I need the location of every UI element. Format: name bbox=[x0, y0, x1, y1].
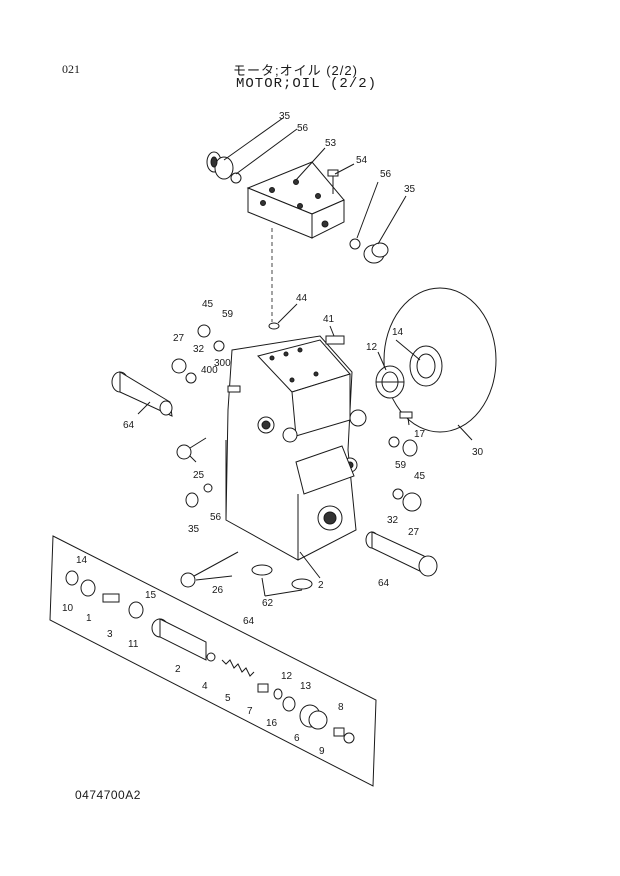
spool-detail-frame bbox=[49, 535, 377, 787]
callout-53: 53 bbox=[325, 138, 337, 149]
o-ring-part-56-top bbox=[230, 172, 242, 184]
motor-housing-part-2 bbox=[225, 335, 367, 561]
callout-300: 300 bbox=[214, 358, 231, 369]
callout-56-top: 56 bbox=[297, 123, 309, 134]
cap-part-6 bbox=[299, 704, 328, 730]
washer-part-14-detail bbox=[65, 570, 79, 586]
callout-3: 3 bbox=[107, 629, 113, 640]
callout-9: 9 bbox=[319, 746, 325, 757]
callout-56-right: 56 bbox=[380, 169, 392, 180]
callout-11: 11 bbox=[128, 639, 139, 650]
leader-lines bbox=[137, 117, 473, 597]
plug-part-45-right bbox=[402, 439, 418, 457]
callout-54: 54 bbox=[356, 155, 368, 166]
drawing-number: 0474700A2 bbox=[75, 788, 141, 802]
ring-part-12-detail bbox=[273, 688, 283, 700]
page-number: 021 bbox=[62, 62, 80, 76]
plug-part-41 bbox=[325, 335, 345, 345]
plug-part-35-top bbox=[206, 151, 234, 180]
spring-part-5 bbox=[221, 659, 255, 677]
callout-14-top: 14 bbox=[392, 327, 404, 338]
callout-2-detail: 2 bbox=[175, 664, 181, 675]
callout-16: 16 bbox=[266, 718, 278, 729]
callout-56-lower: 56 bbox=[210, 512, 222, 523]
callout-30: 30 bbox=[472, 447, 484, 458]
callout-27-right: 27 bbox=[408, 527, 420, 538]
o-ring-part-62-b bbox=[291, 578, 313, 590]
ring-part-4 bbox=[206, 652, 216, 662]
callout-41: 41 bbox=[323, 314, 335, 325]
plug-part-35-lower bbox=[185, 492, 199, 508]
o-ring-part-56-right bbox=[349, 238, 361, 250]
plug-part-9 bbox=[343, 732, 355, 744]
o-ring-part-44 bbox=[268, 322, 280, 330]
ring-part-1 bbox=[80, 579, 96, 597]
plug-part-27-left bbox=[171, 358, 187, 374]
callout-35-lower: 35 bbox=[188, 524, 200, 535]
callout-64-left: 64 bbox=[123, 420, 135, 431]
pin-part-17 bbox=[399, 411, 413, 419]
callout-27-left: 27 bbox=[173, 333, 185, 344]
plug-part-400 bbox=[227, 385, 241, 393]
callout-59-right: 59 bbox=[395, 460, 407, 471]
callout-7: 7 bbox=[247, 706, 253, 717]
callout-64-right: 64 bbox=[378, 578, 390, 589]
bolt-part-54 bbox=[327, 169, 339, 194]
piston-part-7 bbox=[257, 683, 269, 693]
o-ring-part-13 bbox=[282, 696, 296, 712]
callout-400: 400 bbox=[201, 365, 218, 376]
spool-assembly-part-64-right bbox=[365, 531, 438, 577]
o-ring-part-32-right bbox=[392, 488, 404, 500]
bolt-part-25 bbox=[176, 437, 207, 460]
callout-13: 13 bbox=[300, 681, 312, 692]
callout-17: 17 bbox=[414, 429, 426, 440]
callout-10: 10 bbox=[62, 603, 74, 614]
title-english: MOTOR;OIL (2/2) bbox=[236, 76, 378, 92]
plug-part-35-right bbox=[363, 242, 389, 264]
o-ring-part-59-left bbox=[213, 340, 225, 352]
callout-2-housing: 2 bbox=[318, 580, 324, 591]
callout-59-left: 59 bbox=[222, 309, 234, 320]
o-ring-part-62-a bbox=[251, 564, 273, 576]
valve-block-part-53 bbox=[246, 161, 345, 239]
callout-26: 26 bbox=[212, 585, 224, 596]
callout-45-right: 45 bbox=[414, 471, 426, 482]
poppet-part-3 bbox=[102, 593, 120, 603]
callout-32-left: 32 bbox=[193, 344, 205, 355]
bearing-part-12-top bbox=[375, 365, 405, 399]
callout-45-left: 45 bbox=[202, 299, 214, 310]
callout-4: 4 bbox=[202, 681, 208, 692]
callout-32-right: 32 bbox=[387, 515, 399, 526]
spool-assembly-part-64-left bbox=[111, 371, 173, 417]
washer-part-14-top bbox=[409, 345, 443, 387]
callout-12-detail: 12 bbox=[281, 671, 293, 682]
callout-35-right: 35 bbox=[404, 184, 416, 195]
callout-1: 1 bbox=[86, 613, 92, 624]
callout-44: 44 bbox=[296, 293, 308, 304]
callout-64-detail: 64 bbox=[243, 616, 255, 627]
callout-5: 5 bbox=[225, 693, 231, 704]
o-ring-part-32-left bbox=[185, 372, 197, 384]
callout-12-top: 12 bbox=[366, 342, 378, 353]
callout-35-top: 35 bbox=[279, 111, 291, 122]
callout-8: 8 bbox=[338, 702, 344, 713]
washer-part-15 bbox=[128, 601, 144, 619]
plug-part-45-left bbox=[197, 324, 211, 338]
callout-6: 6 bbox=[294, 733, 300, 744]
title-japanese: モータ;オイル (2/2) bbox=[233, 63, 358, 78]
sleeve-part-2-detail bbox=[151, 618, 207, 661]
plug-part-27-right bbox=[402, 492, 422, 512]
callout-25: 25 bbox=[193, 470, 205, 481]
o-ring-part-59-right bbox=[388, 436, 400, 448]
plug-part-8 bbox=[333, 727, 345, 737]
callout-14-detail: 14 bbox=[76, 555, 88, 566]
bolt-part-26 bbox=[180, 551, 239, 588]
callout-62: 62 bbox=[262, 598, 274, 609]
o-ring-part-56-lower bbox=[203, 483, 213, 493]
callout-15: 15 bbox=[145, 590, 157, 601]
callout-labels: 35 56 53 54 56 35 44 45 59 27 32 300 400… bbox=[62, 111, 484, 757]
